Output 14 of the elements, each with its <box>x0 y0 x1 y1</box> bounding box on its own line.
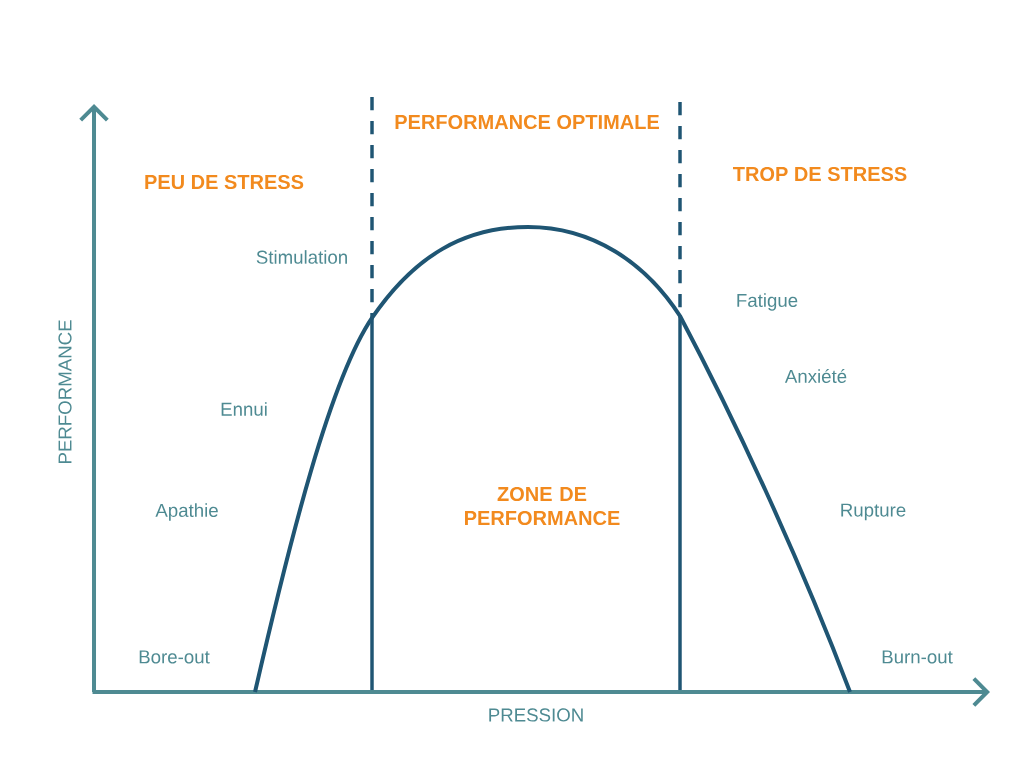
state-label: Rupture <box>841 503 906 521</box>
axis-label: PERFORMANCE <box>58 320 72 464</box>
zone-heading: TROP DE STRESS <box>733 166 907 182</box>
zone-heading: PERFORMANCE OPTIMALE <box>395 114 659 130</box>
state-label: Fatigue <box>737 293 798 311</box>
zone-heading: ZONE DE PERFORMANCE <box>465 486 620 526</box>
state-label: Anxiété <box>784 369 847 383</box>
state-label: Bore-out <box>139 650 210 664</box>
zone-heading: PEU DE STRESS <box>145 174 304 190</box>
state-label: Burn-out <box>882 650 953 664</box>
state-label: Ennui <box>221 402 267 416</box>
state-label: Apathie <box>155 503 218 521</box>
axis-label: PRESSION <box>489 708 583 722</box>
state-label: Stimulation <box>256 250 347 264</box>
